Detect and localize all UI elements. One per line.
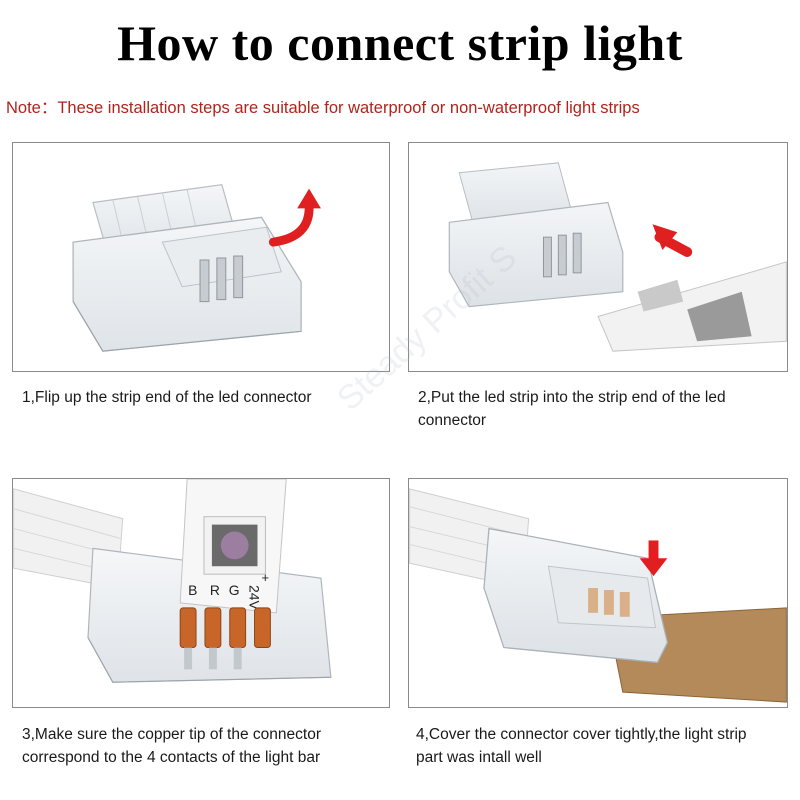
caption-line: 1,Flip up the strip end of the led conne… <box>22 389 312 406</box>
strip-label-24v: 24V <box>247 585 263 610</box>
connector-flipped-illustration <box>72 183 321 352</box>
step-4-caption: 4,Cover the connector cover tightly,the … <box>416 723 800 769</box>
caption-line: 3,Make sure the copper tip of the connec… <box>22 726 321 743</box>
step-1-caption: 1,Flip up the strip end of the led conne… <box>22 386 392 409</box>
strip-label-b: B <box>188 582 197 598</box>
strip-label-r: R <box>210 582 220 598</box>
step-2-image <box>408 142 788 372</box>
caption-line: correspond to the 4 contacts of the ligh… <box>22 749 321 766</box>
cover-closed-illustration <box>409 488 787 703</box>
step-3-caption: 3,Make sure the copper tip of the connec… <box>22 723 392 769</box>
step-1-image <box>12 142 390 372</box>
caption-line: part was intall well <box>416 749 542 766</box>
step-3-image: 24V + G R B <box>12 478 390 708</box>
installation-note: Note：These installation steps are suitab… <box>6 99 640 117</box>
caption-line: 4,Cover the connector cover tightly,the … <box>416 726 747 743</box>
step-2-caption: 2,Put the led strip into the strip end o… <box>418 386 798 432</box>
pointer-arrow-icon <box>652 224 693 257</box>
step-4-image <box>408 478 788 708</box>
copper-contact-illustration: 24V + G R B <box>13 479 332 683</box>
caption-line: connector <box>418 412 487 429</box>
strip-label-plus: + <box>261 570 269 585</box>
strip-insert-illustration <box>448 162 787 352</box>
curved-arrow-icon <box>268 188 321 247</box>
page-title: How to connect strip light <box>117 15 683 71</box>
strip-label-g: G <box>229 582 240 598</box>
down-arrow-icon <box>639 540 668 577</box>
caption-line: 2,Put the led strip into the strip end o… <box>418 389 726 406</box>
